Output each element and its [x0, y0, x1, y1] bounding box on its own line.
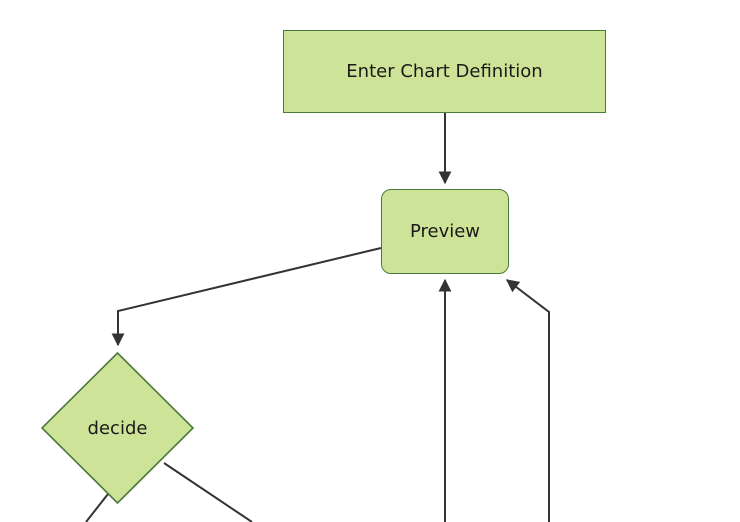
node-enter-chart-definition[interactable]: Enter Chart Definition [283, 30, 606, 113]
edge-preview-to-decide [111, 247, 382, 347]
node-enter-chart-definition-label: Enter Chart Definition [346, 60, 543, 82]
node-decide-label: decide [87, 417, 148, 439]
diamond-shape-icon [41, 352, 194, 504]
edge-bottom-right-to-preview [505, 279, 550, 522]
node-preview[interactable]: Preview [381, 189, 509, 274]
node-decide[interactable]: decide [41, 352, 194, 504]
node-preview-label: Preview [409, 220, 481, 242]
